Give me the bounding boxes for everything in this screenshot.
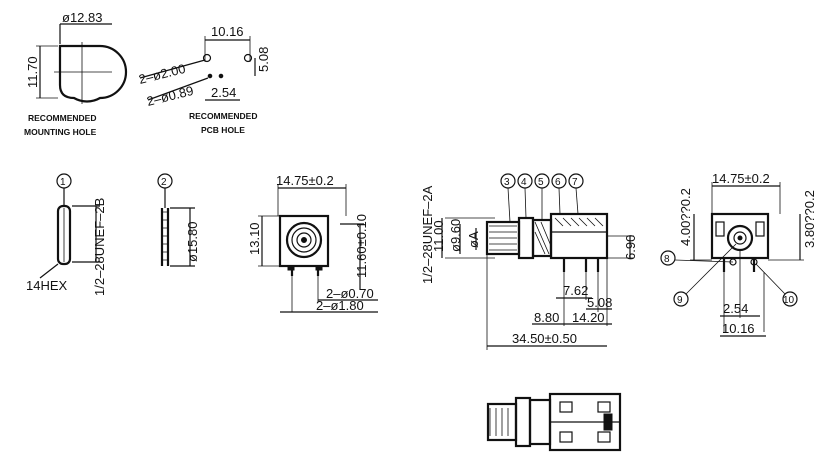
rear-right-label: 3.80??0.2 xyxy=(802,190,817,248)
callout-10: 10 xyxy=(783,295,795,306)
callout-3: 3 xyxy=(504,177,510,188)
front-pins xyxy=(290,266,320,276)
side-callouts: 3 4 5 6 7 xyxy=(500,173,584,223)
part-2-dia-label: ø15.80 xyxy=(185,222,200,262)
bottom-flange xyxy=(514,396,532,448)
side-h2-label: ø9.60 xyxy=(448,219,463,252)
part-2-number: 2 xyxy=(161,177,167,188)
side-thread-label: 1/2–28UNEF–2A xyxy=(420,185,435,284)
mounting-caption-2: MOUNTING HOLE xyxy=(24,127,97,137)
front-center-pin xyxy=(301,237,307,243)
rear-width-label: 14.75±0.2 xyxy=(712,171,770,186)
part-1-thread-label: 1/2–28UNEF–2B xyxy=(92,198,107,296)
part-1-hex-label: 14HEX xyxy=(26,278,68,293)
callout-4: 4 xyxy=(521,177,527,188)
pcb-spacing-label: 5.08 xyxy=(256,47,271,72)
part-1-nut: 1 1/2–28UNEF–2B 14HEX xyxy=(26,173,107,296)
side-view: 1/2–28UNEF–2A 11.00 ø9.60 øA 6.90 3 4 5 xyxy=(420,173,638,350)
pcb-hole-large-right xyxy=(243,53,253,63)
side-flange xyxy=(517,216,535,260)
pcb-hole-small-1 xyxy=(207,73,213,79)
part-2-body xyxy=(160,208,170,266)
side-h3-label: øA xyxy=(466,231,481,248)
side-d4-label: 14.20 xyxy=(572,310,605,325)
front-body xyxy=(278,214,330,268)
side-d2-label: 5.08 xyxy=(587,295,612,310)
callout-9-circle xyxy=(673,291,689,307)
mounting-dia-label: ø12.83 xyxy=(62,10,102,25)
rear-pitch-large-label: 10.16 xyxy=(722,321,755,336)
callout-10-circle xyxy=(782,291,798,307)
front-pin-large-label: 2–ø1.80 xyxy=(316,298,364,313)
rear-left-label: 4.00??0.2 xyxy=(678,188,693,246)
pcb-small-leader xyxy=(147,77,209,101)
mounting-caption-1: RECOMMENDED xyxy=(28,113,96,123)
bottom-nut xyxy=(528,398,552,446)
callout-7: 7 xyxy=(572,177,578,188)
front-width-label: 14.75±0.2 xyxy=(276,173,334,188)
side-pins xyxy=(562,258,600,272)
bottom-view xyxy=(486,392,622,452)
pcb-large-leader xyxy=(139,59,206,79)
part-2-washer: 2 ø15.80 xyxy=(157,173,200,267)
mounting-height-label: 11.70 xyxy=(25,56,40,88)
rear-pins xyxy=(722,258,756,272)
rear-pitch-small-label: 2.54 xyxy=(723,301,748,316)
side-d1-label: 7.62 xyxy=(563,283,588,298)
callout-8-circle xyxy=(660,250,676,266)
callout-8: 8 xyxy=(664,254,670,265)
pcb-small-hole-label: 2–ø0.89 xyxy=(145,83,195,109)
side-body xyxy=(549,212,609,260)
pcb-hole-small-2 xyxy=(218,73,224,79)
front-center-label: 11.60±0.10 xyxy=(354,214,369,278)
side-h1-label: 11.00 xyxy=(431,220,446,252)
front-pin-small-label: 2–ø0.70 xyxy=(326,286,374,301)
part-1-body xyxy=(56,204,72,266)
pcb-pitch-label: 10.16 xyxy=(211,24,244,39)
pcb-hole-large-left xyxy=(202,53,212,63)
side-d3-label: 8.80 xyxy=(534,310,559,325)
front-outer-ring xyxy=(285,221,323,259)
mounting-hole-view: ø12.83 11.70 RECOMMENDED MOUNTING HOLE xyxy=(24,10,128,137)
mounting-hole-outline xyxy=(58,44,128,103)
pcb-small-pitch-label: 2.54 xyxy=(211,85,236,100)
callout-9: 9 xyxy=(677,295,683,306)
side-length-label: 34.50±0.50 xyxy=(512,331,577,346)
rear-view: 14.75±0.2 4.00??0.2 3.80??0.2 8 9 10 2.5… xyxy=(660,171,817,337)
part-1-number: 1 xyxy=(60,177,66,188)
pcb-caption-2: PCB HOLE xyxy=(201,125,245,135)
callout-6: 6 xyxy=(555,177,561,188)
pcb-caption-1: RECOMMENDED xyxy=(189,111,257,121)
front-view: 14.75±0.2 13.10 11.60±0.10 2–ø0.70 2–ø1.… xyxy=(247,173,378,313)
front-height-label: 13.10 xyxy=(247,222,262,255)
pcb-large-hole-label: 2–ø2.00 xyxy=(137,61,187,87)
callout-5: 5 xyxy=(538,177,544,188)
side-right-height-label: 6.90 xyxy=(623,235,638,260)
pcb-hole-view: 10.16 5.08 2–ø2.00 2–ø0.89 2.54 RECOMMEN… xyxy=(137,24,271,135)
